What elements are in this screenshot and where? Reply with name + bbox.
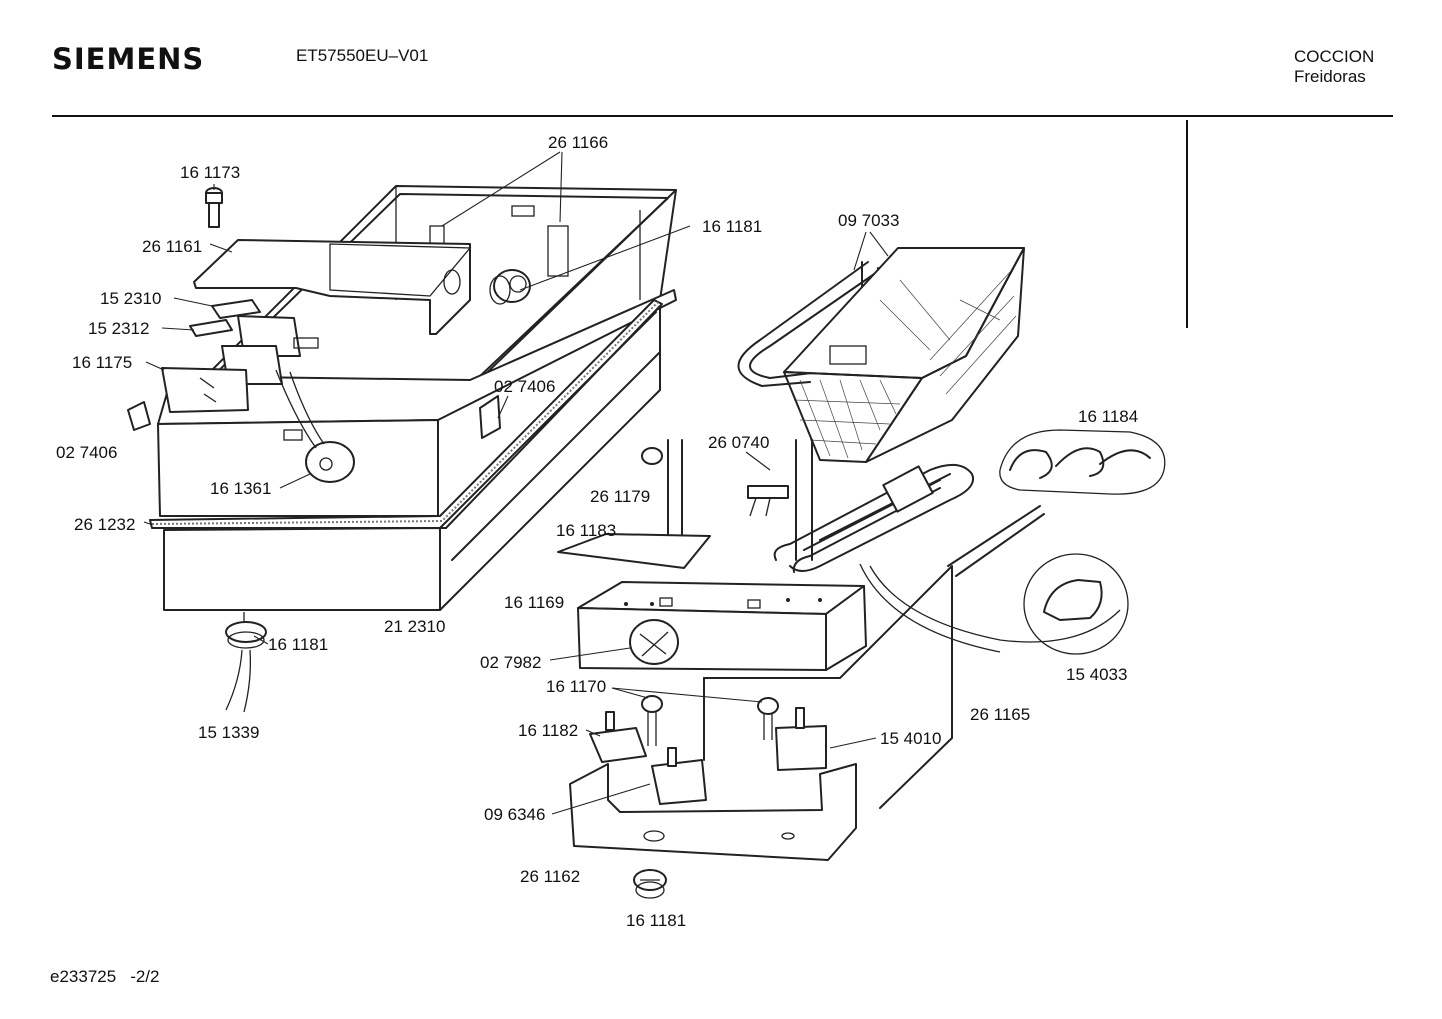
detail-15-4033: [1023, 553, 1129, 655]
switch-assembly: [189, 299, 319, 385]
part-label: 26 1165: [970, 705, 1030, 724]
part-label: 09 6346: [484, 805, 545, 824]
base-tray-26-1162: [569, 763, 857, 861]
footer: e233725 -2/2: [50, 967, 159, 987]
part-label: 26 1179: [590, 487, 650, 506]
brand-logo: SIEMENS: [52, 42, 205, 76]
part-label: 16 1182: [518, 721, 578, 740]
part-label: 26 1162: [520, 867, 580, 886]
housing-assembly: [127, 185, 677, 713]
thermostat-bulb: [275, 369, 355, 483]
cable-gland: [225, 612, 267, 713]
part-label: 16 1181: [702, 217, 762, 236]
category-line1: COCCION: [1294, 47, 1375, 66]
part-label: 26 1232: [74, 515, 135, 534]
part-label: 26 1161: [142, 237, 202, 256]
lower-housing-26-1165: [703, 563, 1121, 809]
part-label: 16 1184: [1078, 407, 1138, 426]
part-label: 15 4033: [1066, 665, 1127, 684]
bracket-26-1179: [557, 439, 711, 569]
indicator-lamps: [641, 695, 779, 746]
doc-id: e233725: [50, 967, 117, 986]
part-label: 09 7033: [838, 211, 899, 230]
part-label: 02 7982: [480, 653, 541, 672]
page-number: -2/2: [130, 967, 160, 986]
part-label: 21 2310: [384, 617, 445, 636]
part-label: 16 1175: [72, 353, 132, 372]
part-label: 26 0740: [708, 433, 769, 452]
control-box: [577, 581, 867, 671]
pilot-lamp: [161, 367, 249, 413]
part-label: 02 7406: [56, 443, 117, 462]
part-label: 16 1183: [556, 521, 616, 540]
part-label: 15 2310: [100, 289, 161, 308]
part-label: 02 7406: [494, 377, 555, 396]
category-line2: Freidoras: [1294, 67, 1366, 86]
part-label: 15 4010: [880, 729, 941, 748]
part-label: 16 1173: [180, 163, 240, 182]
thermostats: [589, 707, 827, 805]
part-label: 15 2312: [88, 319, 149, 338]
part-label: 16 1170: [546, 677, 606, 696]
part-label: 16 1169: [504, 593, 564, 612]
detail-16-1184: [999, 429, 1166, 495]
part-label: 16 1181: [626, 911, 686, 930]
heating-element: [747, 439, 974, 573]
frying-basket: [737, 247, 1025, 463]
part-label: 26 1166: [548, 133, 608, 152]
screw: [205, 187, 223, 228]
part-label: 15 1339: [198, 723, 259, 742]
model-number: ET57550EU–V01: [296, 46, 429, 65]
knob-lower: [633, 869, 667, 899]
leader-lines: [143, 151, 889, 815]
part-label: 16 1181: [268, 635, 328, 654]
category: COCCION Freidoras: [1294, 47, 1374, 87]
sensor-rod: [947, 505, 1045, 577]
part-label: 16 1361: [210, 479, 271, 498]
